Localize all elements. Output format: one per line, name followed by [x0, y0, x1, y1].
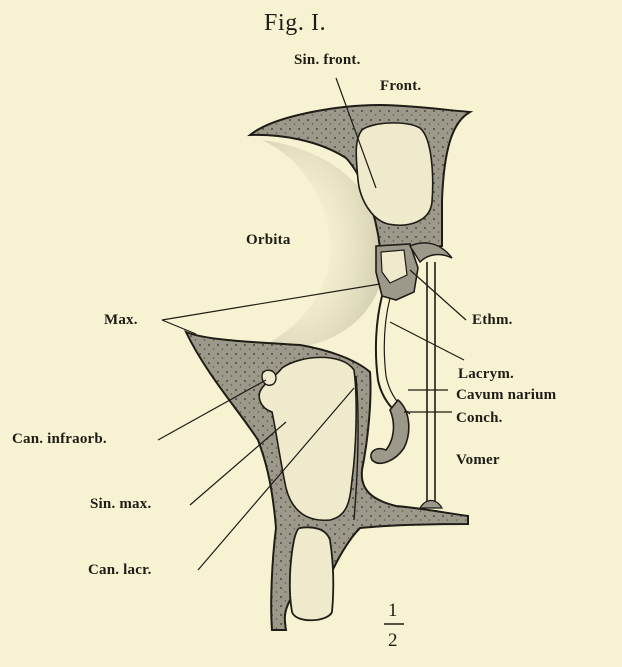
label-front: Front.	[380, 78, 421, 95]
scale-denominator: 2	[388, 630, 398, 652]
infraorbital-canal	[262, 370, 276, 385]
figure-title: Fig. I.	[264, 10, 326, 37]
scale-numerator: 1	[388, 600, 398, 622]
label-sin-front: Sin. front.	[294, 52, 361, 69]
maxilla	[186, 332, 468, 630]
ethmoid-cells	[376, 243, 452, 300]
lacrimal-wall	[376, 296, 406, 420]
label-orbita: Orbita	[246, 232, 291, 249]
label-can-lacr: Can. lacr.	[88, 562, 152, 579]
label-sin-max: Sin. max.	[90, 496, 151, 513]
tooth	[290, 527, 333, 620]
label-can-infraorb: Can. infraorb.	[12, 431, 107, 448]
label-lacrym: Lacrym.	[458, 366, 514, 383]
concha	[371, 400, 409, 463]
label-conch: Conch.	[456, 410, 503, 427]
label-ethm: Ethm.	[472, 312, 513, 329]
label-vomer: Vomer	[456, 452, 500, 469]
label-cavum-narium: Cavum narium	[456, 387, 556, 404]
label-max: Max.	[104, 312, 138, 329]
nasal-septum	[420, 262, 442, 508]
